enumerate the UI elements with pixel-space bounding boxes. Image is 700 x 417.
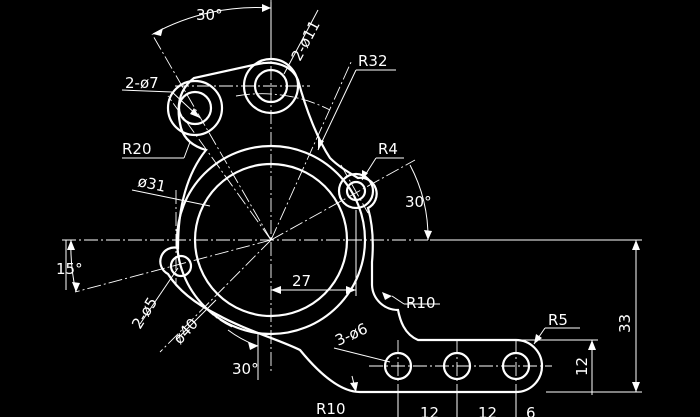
label-height-12: 12	[573, 357, 591, 376]
centerline-hole-r4	[340, 164, 369, 214]
label-r32: R32	[358, 52, 388, 70]
arrow-r32	[318, 139, 324, 150]
outer-ring	[175, 144, 367, 336]
dim-r10-upper-leader	[391, 295, 405, 305]
dim-holes-5-leader	[139, 267, 179, 325]
arrow-hole7	[190, 108, 200, 118]
label-angle-left: 15°	[56, 260, 83, 278]
holes	[166, 57, 531, 381]
part-outline	[159, 61, 544, 394]
arrow-angle-left-top	[67, 240, 75, 250]
centerline-30deg	[151, 33, 272, 241]
arrowheads	[67, 4, 640, 392]
dim-phi31-leader	[131, 189, 211, 207]
dim-r32-leader	[317, 69, 357, 151]
label-spacing-2: 12	[478, 404, 497, 417]
arrow-27-right	[346, 286, 356, 294]
hole-7	[177, 90, 213, 126]
label-27: 27	[292, 272, 311, 290]
label-r20: R20	[122, 140, 152, 158]
label-angle-top: 30°	[196, 6, 223, 24]
hole-r4-boss	[337, 172, 375, 210]
arrow-33-bottom	[632, 382, 640, 392]
label-r10-upper: R10	[406, 294, 436, 312]
arrow-angle-top-left	[153, 28, 163, 36]
arrow-r10-lower	[350, 382, 358, 392]
dimension-lines	[65, 2, 642, 417]
label-phi31: ø31	[136, 172, 167, 195]
label-angle-right: 30°	[405, 193, 432, 211]
arrow-27-left	[271, 286, 281, 294]
arrow-12-top	[588, 340, 596, 350]
hole-11	[253, 68, 289, 104]
arrow-angle-bottom	[248, 342, 258, 350]
label-angle-bottom: 30°	[232, 360, 259, 378]
outer-contour	[159, 61, 544, 394]
centerline-r4	[270, 159, 416, 241]
arrow-angle-top-right	[262, 4, 271, 12]
hole-11-boss	[242, 57, 300, 115]
dim-holes-7-shelf	[121, 89, 173, 93]
centerline-r32	[270, 59, 353, 241]
hole-r4	[345, 180, 367, 202]
dim-holes-11-leader	[283, 9, 319, 75]
arrow-r4	[362, 170, 368, 180]
dim-r20-leader	[183, 141, 191, 159]
label-spacing-1: 12	[420, 404, 439, 417]
dim-phi40-leader	[175, 299, 217, 341]
hole-5	[169, 254, 193, 278]
arrow-r5	[534, 334, 542, 344]
arrow-angle-right	[424, 230, 432, 240]
hole-6-3	[501, 351, 531, 381]
label-r4: R4	[378, 140, 398, 158]
centerline-15deg	[74, 239, 272, 293]
label-height-33: 33	[616, 314, 634, 333]
label-holes-7: 2-ø7	[125, 74, 159, 92]
label-spacing-3: 6	[526, 404, 536, 417]
arrow-33-top	[632, 240, 640, 250]
arrow-r10-upper	[382, 292, 392, 300]
arrow-angle-left-bottom	[72, 282, 80, 292]
centerline-hole7	[167, 95, 272, 241]
label-r5: R5	[548, 311, 568, 329]
label-r10-lower: R10	[316, 400, 346, 417]
centerline-phi40	[159, 239, 272, 353]
dim-angle-top-arc	[152, 7, 272, 35]
hole-6-2	[442, 351, 472, 381]
hole-7-boss	[166, 79, 224, 137]
dim-holes-6-leader	[333, 347, 391, 363]
inner-bore	[193, 162, 349, 318]
hole-6-1	[383, 351, 413, 381]
